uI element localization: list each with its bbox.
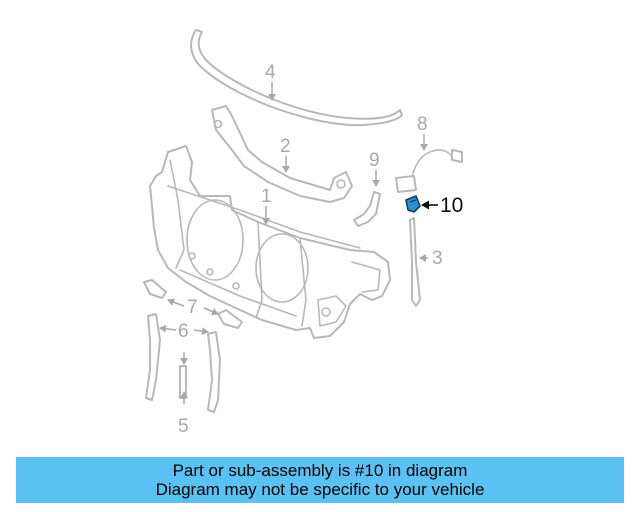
callout-10: 10: [440, 194, 463, 217]
banner-line-disclaimer: Diagram may not be specific to your vehi…: [155, 480, 485, 499]
info-banner: Part or sub-assembly is #10 in diagram D…: [16, 457, 624, 503]
part-6-support-right: [207, 331, 221, 413]
part-6-support-left: [145, 313, 161, 401]
part-4-seal: [190, 29, 403, 127]
part-9-bracket: [353, 191, 381, 227]
part-5-piece: [179, 365, 187, 399]
callout-2: 2: [280, 136, 291, 157]
callout-6: 6: [178, 321, 189, 342]
part-7-bracket-left: [143, 279, 167, 299]
callout-7: 7: [187, 297, 198, 318]
callout-5: 5: [178, 416, 189, 437]
part-2-tie-bar: [211, 105, 353, 203]
callout-9: 9: [369, 150, 380, 171]
banner-line-part: Part or sub-assembly is #10 in diagram: [172, 461, 468, 480]
callout-8: 8: [417, 114, 428, 135]
part-1-radiator-support: [149, 145, 391, 339]
part-7-bracket-right: [217, 309, 243, 329]
part-10-clip: [405, 195, 421, 213]
callout-4: 4: [265, 62, 276, 83]
part-3-strut: [409, 217, 421, 307]
callout-3: 3: [432, 248, 443, 269]
callout-1: 1: [261, 186, 272, 207]
parts-diagram: 4 2 1 8 9 3 7 6 5 10: [143, 29, 463, 437]
part-8-sensor: [395, 149, 463, 193]
